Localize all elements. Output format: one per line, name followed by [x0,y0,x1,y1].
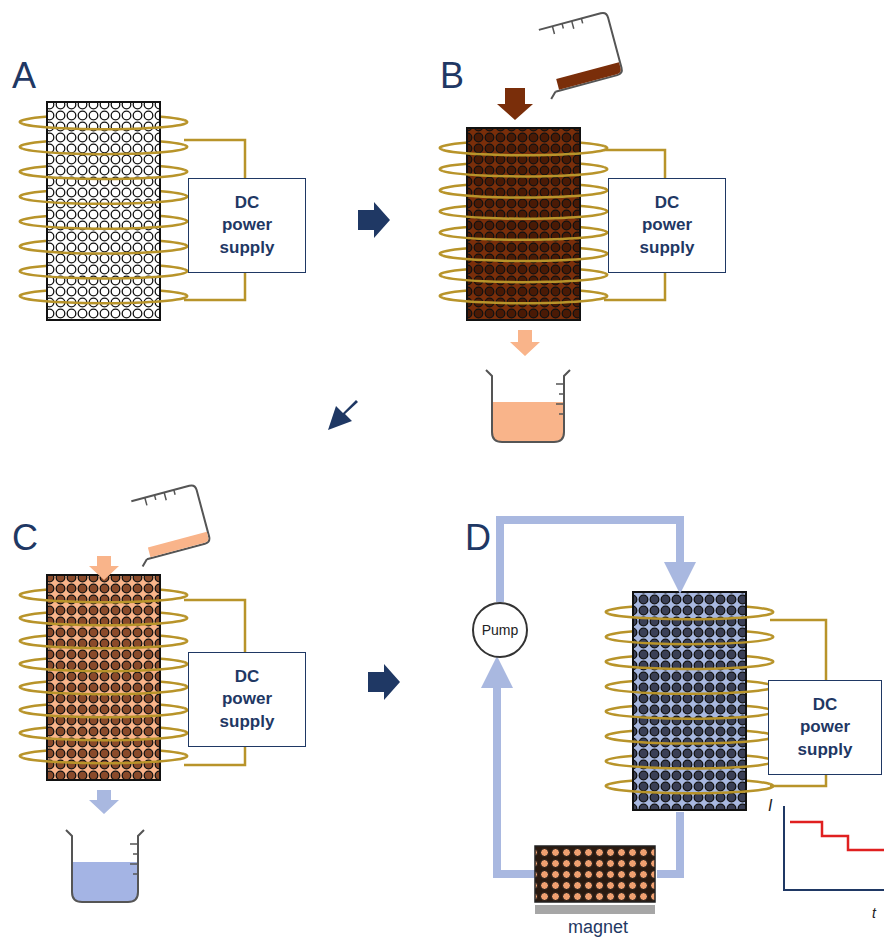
coil-winding [23,170,187,179]
power-supply-box: DC power supply [188,178,306,273]
coil-winding [23,639,187,648]
beaker [486,370,570,442]
coil-winding [23,616,187,625]
pump-label: Pump [482,622,519,638]
coil-winding [23,294,187,303]
flow-arrow [497,88,533,120]
coil-winding [23,269,187,278]
beaker [66,830,144,902]
process-arrow [328,202,400,700]
coil-winding [609,734,773,743]
coil-winding [443,167,607,176]
magnet-bar [535,905,655,914]
wires [184,140,826,786]
beaker [533,12,625,99]
coil-winding [23,120,187,129]
panel-letter: B [440,58,464,94]
coil-winding [443,294,607,303]
pump-circle: Pump [472,602,528,658]
box-label: DC power supply [210,192,284,258]
axis-label: t [872,906,876,920]
panel-letter: C [12,520,38,556]
magnetic-trap [535,846,655,902]
column [47,102,160,320]
coil-winding [23,731,187,740]
coil-winding [443,273,607,282]
coil-winding [23,219,187,228]
current-graph [784,806,884,890]
coil-winding [443,231,607,240]
coil-winding [23,195,187,204]
coil-winding [443,146,607,155]
coil-winding [609,660,773,669]
coil-winding [609,610,773,619]
coil-winding [23,145,187,154]
coil-winding [23,708,187,717]
coil-winding [609,784,773,793]
box-label: DC power supply [788,694,862,760]
axis-label: I [768,798,772,814]
box-label: DC power supply [630,192,704,258]
panel-letter: A [12,58,36,94]
panel-letter: D [465,520,491,556]
column [633,592,746,810]
flow-arrow [89,790,119,814]
coil-winding [609,635,773,644]
flow-arrow [89,556,119,580]
coil-winding [23,754,187,763]
beaker [126,484,213,566]
column [47,575,160,780]
coil-winding [23,244,187,253]
box-label: DC power supply [210,666,284,732]
pipe [497,520,680,874]
coil-winding [23,662,187,671]
coil-winding [443,188,607,197]
power-supply-box: DC power supply [768,680,882,775]
coil-winding [609,709,773,718]
coil-front [23,120,773,793]
coil-winding [23,593,187,602]
coil-winding [23,685,187,694]
coil-winding [443,209,607,218]
magnet-label: magnet [568,918,628,936]
power-supply-box: DC power supply [608,178,726,273]
coil-winding [443,252,607,261]
coil-winding [609,759,773,768]
coil-winding [609,685,773,694]
power-supply-box: DC power supply [188,652,306,747]
column [467,128,580,320]
flow-arrow [510,330,540,356]
